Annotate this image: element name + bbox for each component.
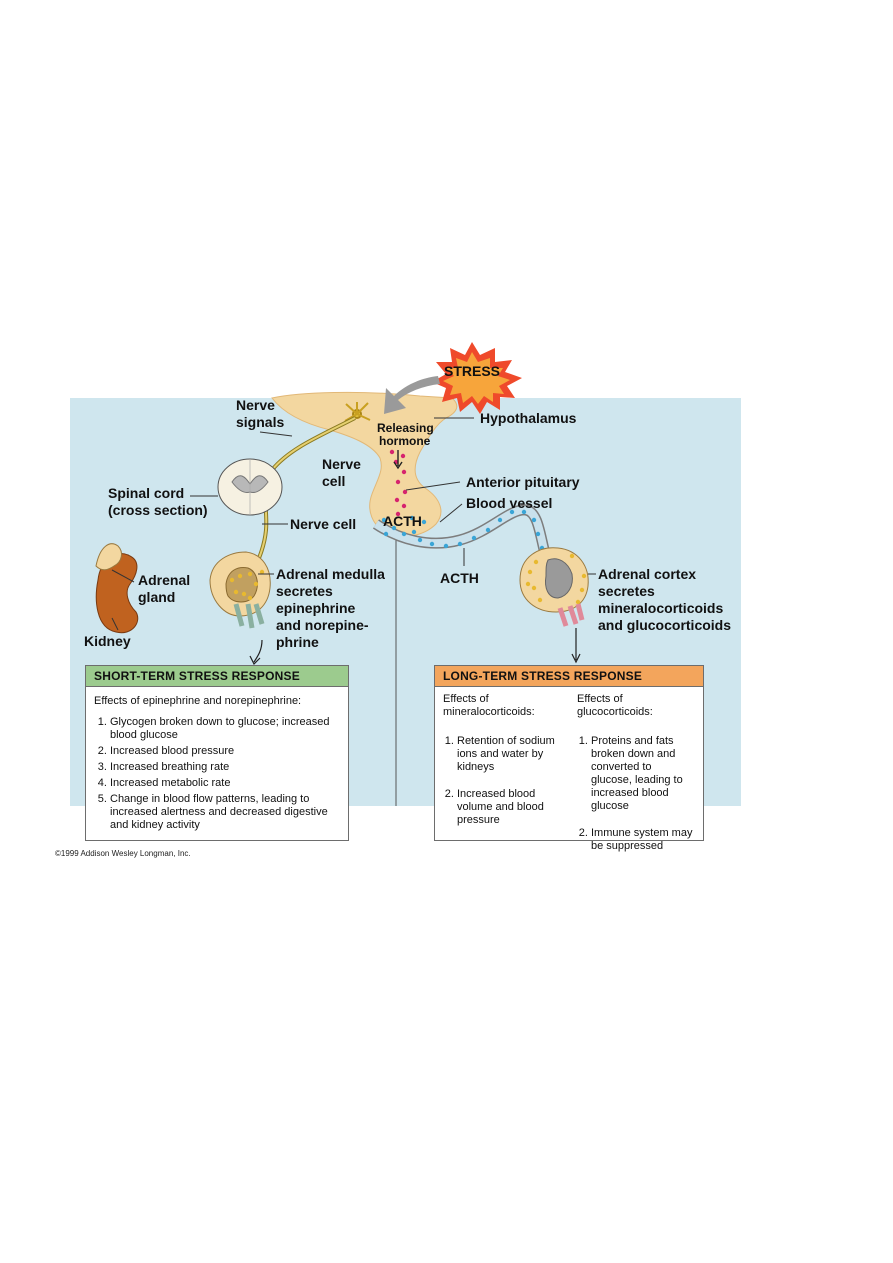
adrenal-cortex-dot [533, 559, 539, 565]
releasing-arrow [393, 450, 403, 470]
acth-pituitary-label: ACTH [383, 513, 422, 529]
long-term-column-heading: Effects of mineralocorticoids: [443, 693, 535, 718]
short-term-intro: Effects of epinephrine and norepinephrin… [94, 695, 302, 707]
adrenal-medulla-dot [253, 581, 259, 587]
adrenal-gland-label: Adrenal gland [138, 572, 194, 605]
short-term-effect-item: Glycogen broken down to glucose; increas… [110, 716, 342, 742]
long-term-columns: Effects of mineralocorticoids: Retention … [435, 687, 703, 867]
short-term-response-box: SHORT-TERM STRESS RESPONSE Effects of ep… [85, 665, 349, 841]
adrenal-cortex-dot [525, 581, 531, 587]
nerve-cell-mid-label: Nerve cell [290, 516, 356, 532]
adrenal-cortex-dot [575, 599, 581, 605]
acth-dot [443, 543, 449, 549]
arrow-to-short-term [249, 639, 263, 666]
acth-dot [391, 525, 397, 531]
long-term-column-heading: Effects of glucocorticoids: [577, 693, 653, 718]
short-term-effect-item: Increased metabolic rate [110, 777, 342, 790]
kidney-label: Kidney [84, 633, 131, 649]
releasing-hormone-dot [400, 453, 406, 459]
adrenal-cortex-dot [531, 585, 537, 591]
releasing-hormone-dot [389, 449, 395, 455]
short-term-effect-item: Increased blood pressure [110, 745, 342, 758]
acth-dot [521, 509, 527, 515]
hypothalamus-nerve-cell [344, 402, 371, 422]
adrenal-gland-small [95, 543, 122, 571]
nerve-signals-label: Nerve signals [236, 397, 284, 430]
acth-dot [401, 531, 407, 537]
adrenal-cortex-dot [527, 569, 533, 575]
hypothalamus-shape [271, 391, 458, 538]
adrenal-medulla-dot [247, 571, 253, 577]
adrenal-medulla-dot [233, 589, 239, 595]
spinal-cord-label: Spinal cord (cross section) [108, 485, 208, 518]
stress-arrow [384, 376, 440, 414]
kidney-shape [95, 553, 139, 634]
long-term-column: Effects of mineralocorticoids: Retention … [435, 687, 569, 867]
releasing-hormone-dot [401, 503, 407, 509]
releasing-hormone-dot [395, 511, 401, 517]
adrenal-cortex-dot [579, 587, 585, 593]
releasing-hormone-dot [394, 497, 400, 503]
acth-dot [417, 537, 423, 543]
long-term-effect-item: Immune system may be suppressed [591, 827, 693, 853]
long-term-effect-item: Increased blood volume and blood pressur… [457, 788, 559, 827]
long-term-title: LONG-TERM STRESS RESPONSE [435, 666, 703, 687]
adrenal-cortex-dot [569, 553, 575, 559]
acth-dot [471, 535, 477, 541]
long-term-effects-list: Retention of sodium ions and water by ki… [443, 735, 565, 827]
adrenal-medulla-label: Adrenal medulla secretes epinephrine and… [276, 566, 389, 650]
long-term-effect-item: Retention of sodium ions and water by ki… [457, 735, 559, 774]
adrenal-cortex-dot [537, 597, 543, 603]
short-term-effects-list: Glycogen broken down to glucose; increas… [86, 716, 348, 832]
adrenal-medulla-dot [229, 577, 235, 583]
acth-dot [497, 517, 503, 523]
short-term-title: SHORT-TERM STRESS RESPONSE [86, 666, 348, 687]
acth-dot [531, 517, 537, 523]
spinal-cord-cross-section [217, 458, 283, 516]
adrenal-medulla-dot [241, 591, 247, 597]
stress-label: STRESS [444, 363, 500, 379]
adrenal-cortex-label: Adrenal cortex secretes mineralocorticoi… [598, 566, 731, 633]
adrenal-medulla-dot [237, 573, 243, 579]
acth-dot [411, 529, 417, 535]
adrenal-medulla-dot [247, 595, 253, 601]
acth-vessel-label: ACTH [440, 570, 479, 586]
adrenal-medulla-dot [259, 569, 265, 575]
acth-dot [535, 531, 541, 537]
acth-dot [383, 531, 389, 537]
adrenal-cortex-dot [581, 573, 587, 579]
long-term-effects-list: Proteins and fats broken down and conver… [577, 735, 699, 853]
nerve-cell-top-label: Nerve cell [322, 456, 365, 489]
leader-lines [111, 417, 596, 631]
acth-dot [381, 517, 387, 523]
short-term-effect-item: Increased breathing rate [110, 761, 342, 774]
long-term-column: Effects of glucocorticoids: Proteins and … [569, 687, 703, 867]
adrenal-cortex-section [519, 547, 589, 627]
copyright-notice: ©1999 Addison Wesley Longman, Inc. [55, 849, 191, 858]
releasing-hormone-dot [395, 479, 401, 485]
long-term-response-box: LONG-TERM STRESS RESPONSE Effects of min… [434, 665, 704, 852]
acth-dot [509, 509, 515, 515]
acth-dot [485, 527, 491, 533]
hypothalamus-label: Hypothalamus [480, 410, 577, 426]
long-term-effect-item: Proteins and fats broken down and conver… [591, 735, 693, 813]
acth-dot [409, 515, 415, 521]
blood-vessel-label: Blood vessel [466, 495, 552, 511]
releasing-hormone-dot [401, 469, 407, 475]
releasing-hormone-label: Releasing hormone [377, 421, 437, 448]
acth-dot [429, 541, 435, 547]
anterior-pituitary-label: Anterior pituitary [466, 474, 580, 490]
stress-burst-inner [443, 352, 510, 404]
short-term-effect-item: Change in blood flow patterns, leading t… [110, 793, 342, 832]
adrenal-medulla-section [209, 551, 271, 629]
arrow-to-long-term [571, 628, 581, 664]
acth-dot [457, 541, 463, 547]
releasing-hormone-dots [389, 449, 408, 517]
releasing-hormone-dot [402, 489, 408, 495]
acth-dot [421, 519, 427, 525]
